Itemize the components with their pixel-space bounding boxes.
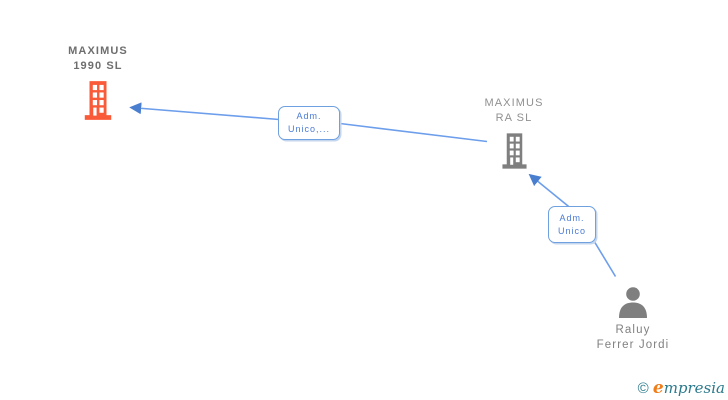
node-company-maximus-ra[interactable]: MAXIMUS RA SL: [455, 96, 573, 169]
edge-label-line1: Adm.: [296, 111, 322, 121]
person-name-line2: Ferrer Jordi: [596, 339, 670, 351]
person-icon: [619, 287, 647, 318]
person-name: Raluy Ferrer Jordi: [597, 323, 670, 353]
company-name-line2: RA SL: [495, 112, 533, 124]
company-name-line1: MAXIMUS: [68, 45, 128, 57]
building-icon: [84, 81, 112, 120]
empresia-logo[interactable]: © empresia: [638, 378, 725, 398]
edge-label-line1: Adm.: [559, 212, 585, 223]
brand-name: mpresia: [663, 379, 725, 397]
company-name: MAXIMUS 1990 SL: [68, 44, 128, 74]
edge-label-adm-unico-etc[interactable]: Adm. Unico,...: [278, 106, 340, 140]
person-name-line1: Raluy: [615, 324, 651, 336]
edge-label-adm-unico[interactable]: Adm. Unico: [548, 206, 596, 243]
connector-person-to-box: [593, 240, 617, 277]
building-icon: [501, 133, 527, 169]
node-company-maximus-1990[interactable]: MAXIMUS 1990 SL: [37, 44, 159, 120]
edge-label-line2: Unico,...: [287, 124, 330, 134]
company-name-line2: 1990 SL: [73, 60, 123, 72]
company-name-line1: MAXIMUS: [484, 97, 544, 109]
connector-box-to-related-company-arrow: [528, 173, 572, 209]
node-person-raluy-ferrer-jordi[interactable]: Raluy Ferrer Jordi: [572, 287, 694, 353]
company-name: MAXIMUS RA SL: [484, 96, 543, 126]
copyright-symbol: ©: [637, 380, 649, 397]
edge-label-line2: Unico: [557, 225, 586, 236]
brand-initial: e: [652, 378, 664, 398]
